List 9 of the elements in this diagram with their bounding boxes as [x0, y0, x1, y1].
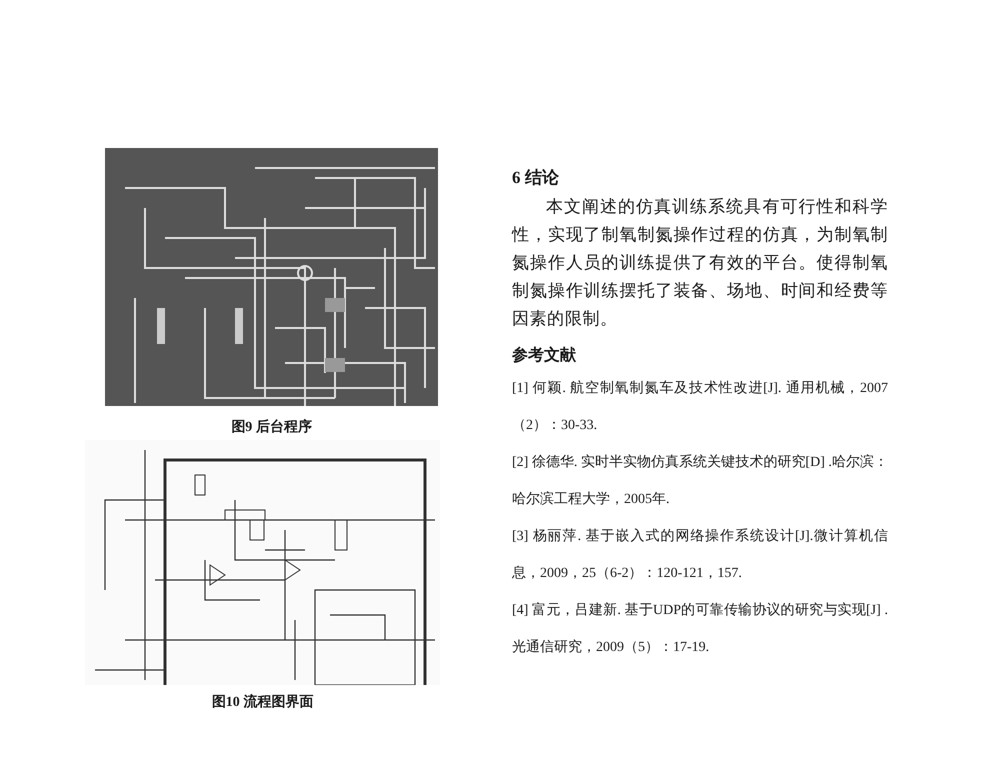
reference-entry: [4] 富元，吕建新. 基于UDP的可靠传输协议的研究与实现[J] .光通信研究，2009（5）：17-19.: [512, 601, 888, 657]
reference-entry: [2] 徐德华. 实时半实物仿真系统关键技术的研究[D] .哈尔滨：哈尔滨工程大学，2005年.: [512, 453, 888, 509]
reference-entry: [3] 杨丽萍. 基于嵌入式的网络操作系统设计[J].微计算机信息，2009，25（6-2）：120-121，157.: [512, 527, 888, 583]
section-heading: 参考文献: [512, 345, 577, 366]
paragraph: 本文阐述的仿真训练系统具有可行性和科学性，实现了制氧制氮操作过程的仿真，为制氧制氮操作人员的训练提供了有效的平台。使得制氧制氮操作训练摆托了装备、场地、时间和经费等因素的限制。: [512, 196, 888, 330]
figure-caption: 图9 后台程序: [230, 418, 313, 436]
section-heading: 6 结论: [512, 167, 560, 189]
reference-entry: [1] 何颖. 航空制氧制氮车及技术性改进[J]. 通用机械，2007（2）：30-33.: [512, 379, 888, 435]
figure-caption: 图10 流程图界面: [210, 693, 314, 711]
